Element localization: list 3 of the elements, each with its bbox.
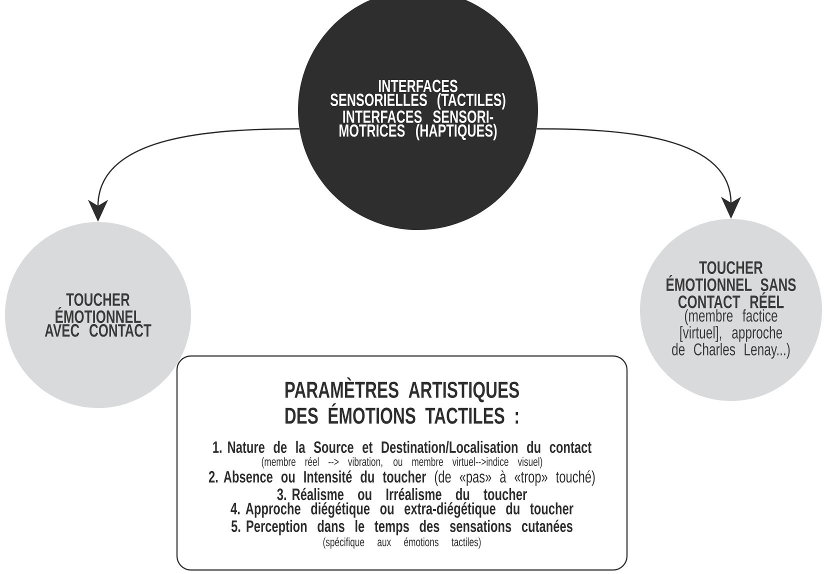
circle-node: TOUCHER ÉMOTIONNEL AVEC CONTACT (5, 222, 191, 408)
circle-node: TOUCHER ÉMOTIONNEL SANS CONTACT RÉEL (membre factice [virtuel], approche de Charles Lenay...) (640, 219, 822, 401)
rounded-box: PARAMÈTRES ARTISTIQUES DES ÉMOTIONS TACTILES : 1. Nature de la Source et Destination/Localisation du contact (membre réel --> vibration, ou membre virtuel-->indice visuel) 2. Absence ou Intensité du toucher (de «pas» à «trop» touché) 3. Réalisme ou Irréalisme du toucher 4. Approche diégétique ou extra-diégétique du toucher 5. Perception dans le temps des sensations cutanées (spécifique aux émotions tactiles) (176, 355, 628, 571)
